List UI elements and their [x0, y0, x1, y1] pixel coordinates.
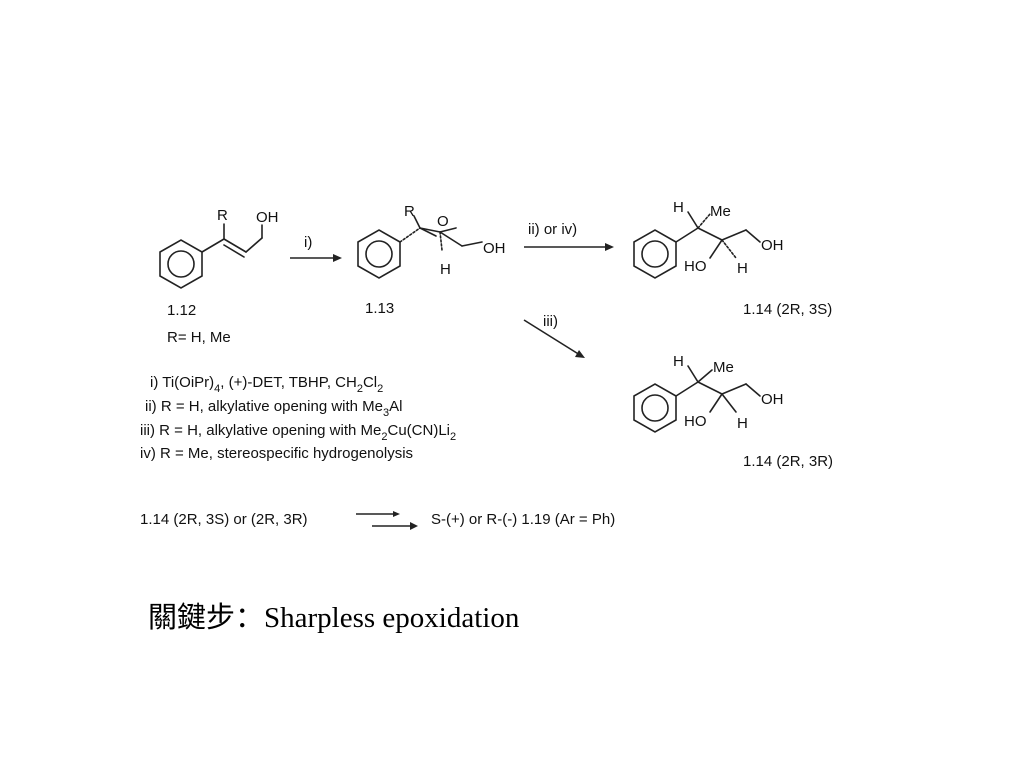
condition-i: i) Ti(OiPr)4, (+)-DET, TBHP, CH2Cl2 [150, 374, 383, 395]
hydroxyl-label-ho: HO [684, 258, 707, 275]
hydrogen-label: H [737, 415, 748, 432]
condition-iii: iii) R = H, alkylative opening with Me2C… [140, 422, 456, 443]
hydrogen-label: H [673, 353, 684, 370]
benzene-ring-inner [641, 394, 669, 422]
benzene-ring [357, 229, 401, 279]
wedge-bond [687, 211, 699, 229]
arrow-step-ii-iv-label: ii) or iv) [528, 221, 577, 238]
hashed-bond [697, 213, 711, 229]
slide-caption: 關鍵步：Sharpless epoxidation [148, 602, 520, 634]
methyl-label: Me [710, 203, 731, 220]
condition-iv: iv) R = Me, stereospecific hydrogenolysi… [140, 445, 413, 462]
hydroxyl-label: OH [256, 209, 279, 226]
bond [721, 383, 747, 395]
condition-ii: ii) R = H, alkylative opening with Me3Al [145, 398, 402, 419]
bottom-left-text: 1.14 (2R, 3S) or (2R, 3R) [140, 511, 308, 528]
hydroxyl-label: OH [483, 240, 506, 257]
benzene-ring [633, 229, 677, 279]
r-definition: R= H, Me [167, 329, 231, 346]
bond [245, 237, 263, 253]
benzene-ring-inner [365, 240, 393, 268]
reaction-conditions: i) Ti(OiPr)4, (+)-DET, TBHP, CH2Cl2 ii) … [140, 374, 456, 462]
wedge-bond [709, 393, 723, 413]
bond [413, 215, 421, 229]
bond [697, 381, 723, 395]
bond [745, 229, 761, 243]
compound-1-13: R O OH H 1.13 [357, 203, 506, 317]
arrow-step-i-label: i) [304, 234, 312, 251]
bond [461, 241, 483, 247]
double-bond [223, 244, 245, 258]
methyl-label: Me [713, 359, 734, 376]
bond [721, 229, 747, 241]
epoxide-oxygen: O [437, 213, 449, 230]
substituent-r: R [404, 203, 415, 220]
compound-number: 1.13 [365, 300, 394, 317]
bottom-right-text: S-(+) or R-(-) 1.19 (Ar = Ph) [431, 511, 615, 528]
epoxide-bond [439, 227, 457, 233]
arrow-step-iii: iii) [523, 313, 585, 358]
compound-1-12: R OH 1.12 R= H, Me [159, 207, 279, 346]
wedge-bond [721, 393, 737, 413]
substituent-r: R [217, 207, 228, 224]
hydrogen-label: H [737, 260, 748, 277]
hashed-bond [399, 227, 421, 243]
wedge-bond [709, 239, 723, 259]
bond [745, 383, 761, 397]
hydroxyl-label: OH [761, 391, 784, 408]
epoxide-bond [419, 227, 441, 233]
compound-label: 1.14 (2R, 3R) [743, 453, 833, 470]
hydroxyl-label-ho: HO [684, 413, 707, 430]
bond [697, 369, 713, 383]
bond [697, 227, 723, 241]
bottom-conversion: 1.14 (2R, 3S) or (2R, 3R) S-(+) or R-(-)… [140, 511, 615, 530]
arrow-step-ii-iv: ii) or iv) [524, 221, 614, 251]
compound-label: 1.14 (2R, 3S) [743, 301, 832, 318]
benzene-ring-inner [641, 240, 669, 268]
bond [675, 227, 699, 243]
arrow-step-i: i) [290, 234, 342, 262]
hydrogen-label: H [440, 261, 451, 278]
hydrogen-label: H [673, 199, 684, 216]
double-bond [223, 238, 247, 253]
bond [439, 231, 463, 247]
arrow-step-iii-label: iii) [543, 313, 558, 330]
compound-1-14-2r3r: H Me OH HO H 1.14 (2R, 3R) [633, 353, 833, 470]
benzene-ring [633, 383, 677, 433]
compound-1-14-2r3s: H Me OH HO H 1.14 (2R, 3S) [633, 199, 832, 318]
compound-number: 1.12 [167, 302, 196, 319]
benzene-ring [159, 239, 203, 289]
bond [201, 238, 225, 253]
wedge-bond [687, 365, 699, 383]
hydroxyl-label: OH [761, 237, 784, 254]
hashed-bond [439, 231, 443, 251]
benzene-ring-inner [167, 250, 195, 278]
bond [675, 381, 699, 397]
hashed-bond [721, 239, 737, 259]
